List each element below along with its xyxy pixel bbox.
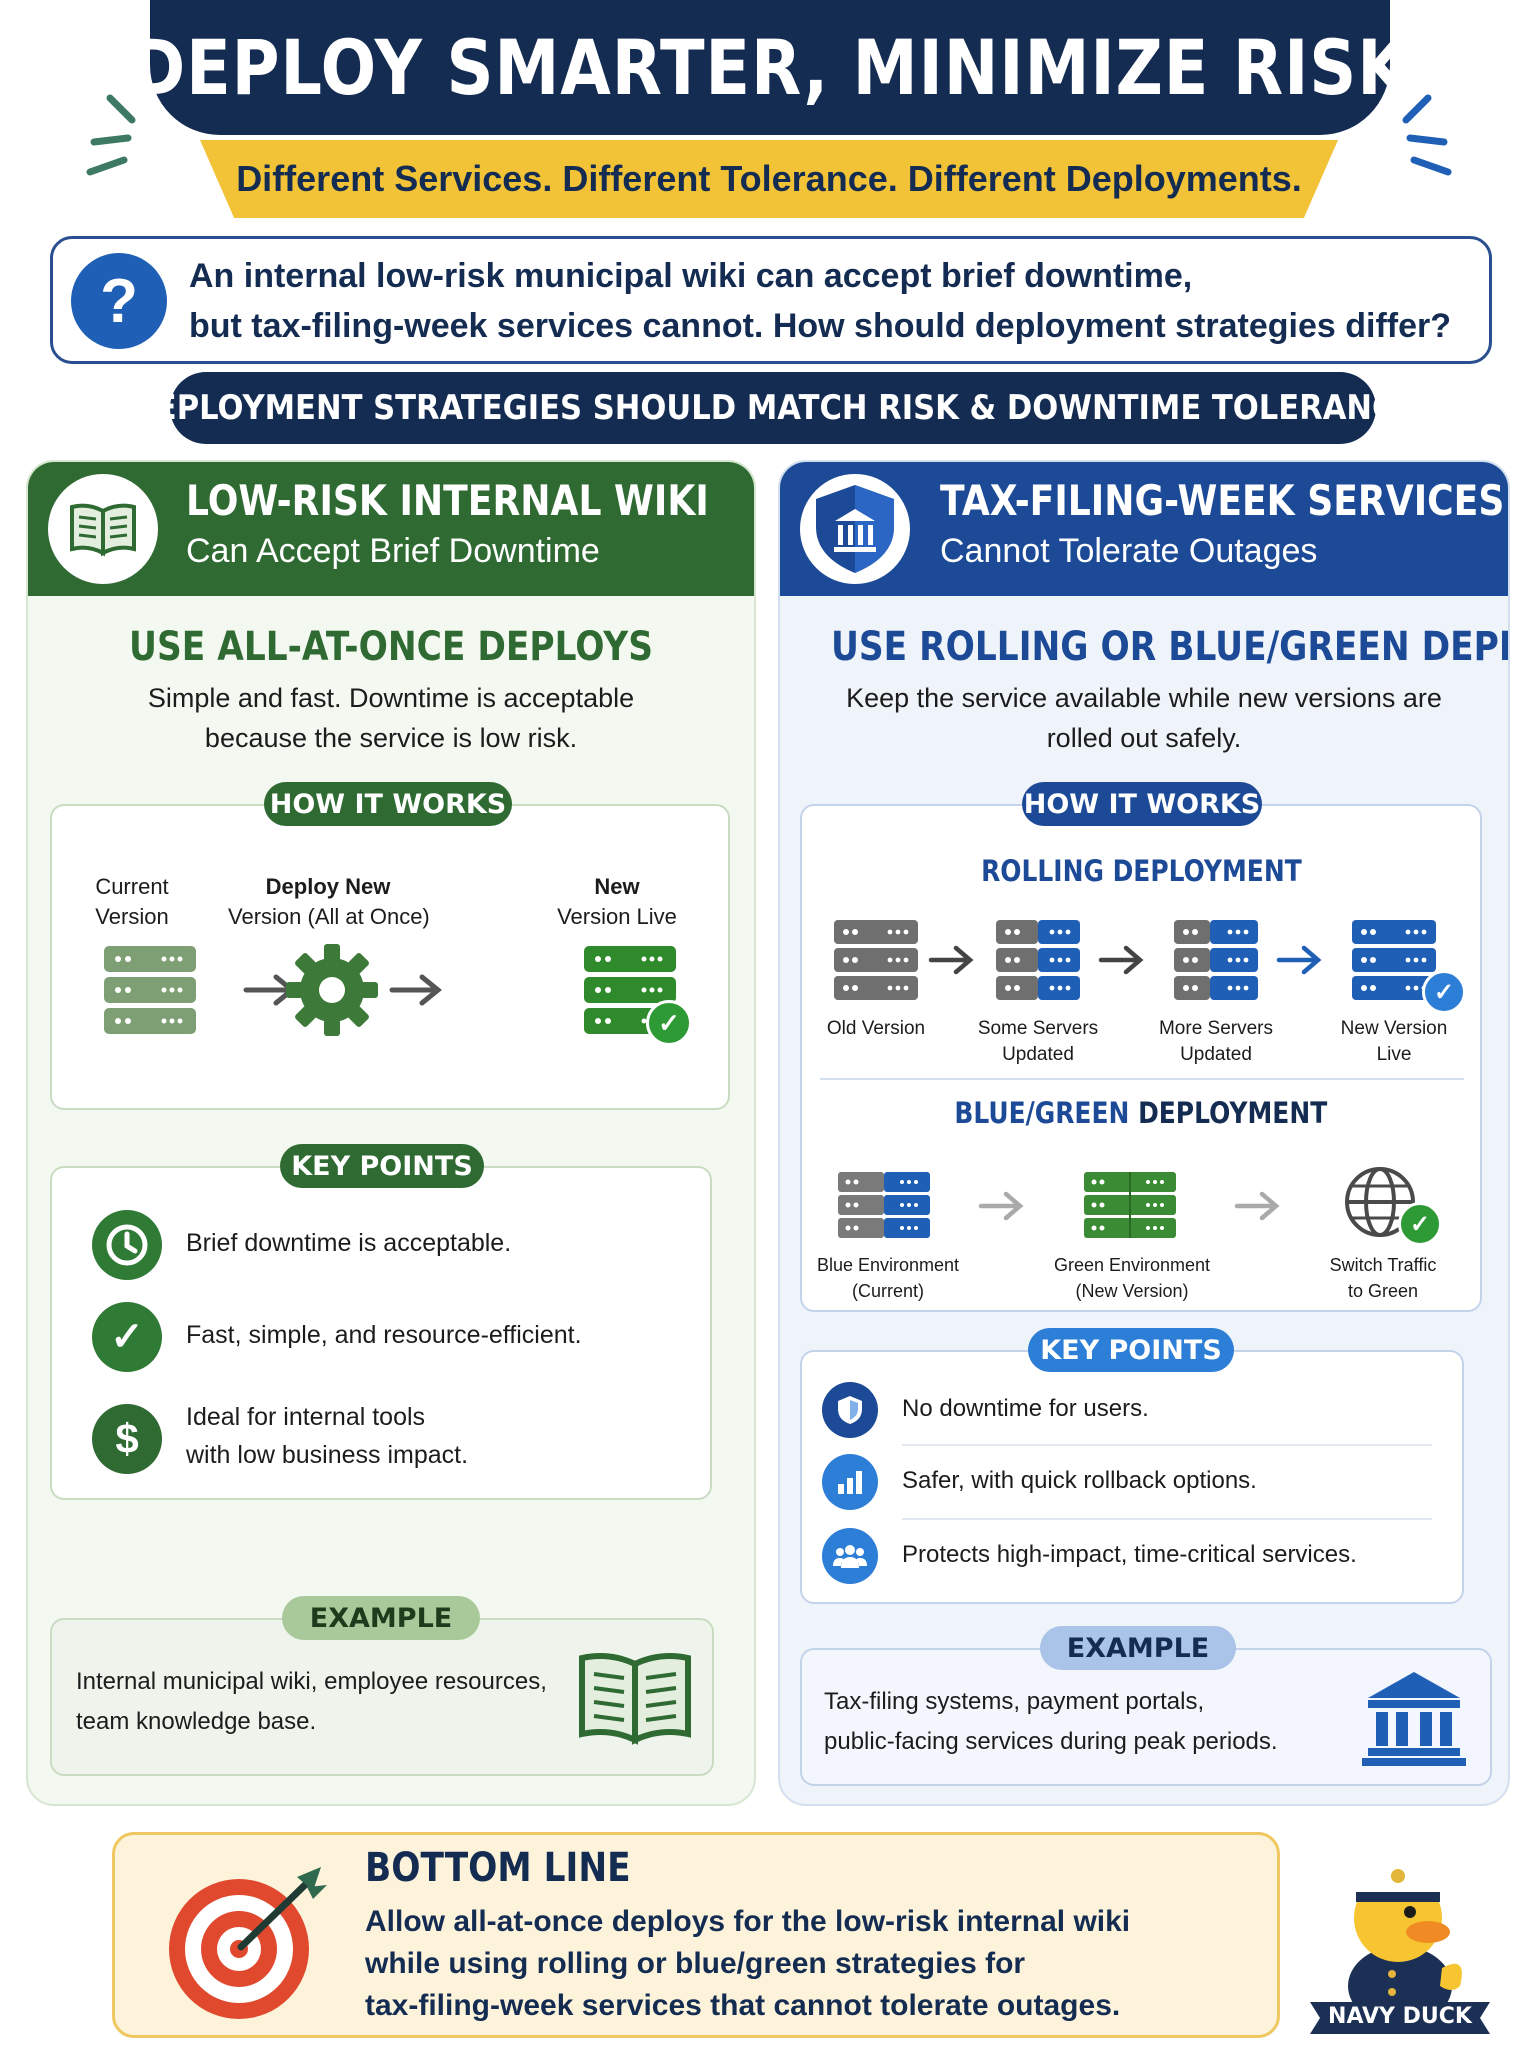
how-it-works-panel: ROLLING DEPLOYMENT [800, 804, 1482, 1312]
key-points-pill: KEY POINTS [1028, 1328, 1234, 1372]
all-at-once-description: Simple and fast. Downtime is acceptable … [28, 678, 754, 758]
desc-line-2: because the service is low risk. [204, 723, 578, 753]
mascot-label: NAVY DUCK [1328, 2004, 1472, 2029]
step-deploy-label: Deploy New Version (All at Once) [228, 874, 430, 929]
right-sparkle-icon [1402, 94, 1452, 176]
blue-env-label: Blue Environment (Current) [816, 1255, 960, 1301]
key-point-2: Safer, with quick rollback options. [902, 1467, 1257, 1494]
desc-line-1: Keep the service available while new ver… [846, 683, 1442, 713]
page-title: DEPLOY SMARTER, MINIMIZE RISK [131, 23, 1409, 112]
arrow-right-icon [389, 974, 442, 1006]
some-servers-updated-icon [996, 920, 1080, 1000]
key-point-3: Protects high-impact, time-critical serv… [902, 1541, 1357, 1568]
subtitle-ribbon: Different Services. Different Tolerance.… [200, 140, 1338, 218]
target-icon [169, 1867, 327, 2019]
example-text: Internal municipal wiki, employee resour… [76, 1668, 547, 1735]
rolling-description: Keep the service available while new ver… [780, 678, 1508, 758]
how-it-works-pill: HOW IT WORKS [264, 782, 512, 826]
question-line-1: An internal low-risk municipal wiki can … [189, 257, 1193, 295]
shield-icon [822, 1382, 878, 1438]
clock-icon [92, 1210, 162, 1280]
strategy-banner-text: DEPLOYMENT STRATEGIES SHOULD MATCH RISK … [130, 388, 1416, 428]
question-line-2: but tax-filing-week services cannot. How… [189, 307, 1452, 345]
arrow-right-icon [928, 945, 974, 975]
key-points-panel: No downtime for users. Safer, with quick… [800, 1350, 1464, 1604]
bottom-line-title: BOTTOM LINE [365, 1845, 631, 1891]
how-it-works-pill: HOW IT WORKS [1022, 782, 1262, 826]
step-live-label: New Version Live [557, 874, 677, 929]
green-environment-server-icon [1084, 1172, 1176, 1238]
all-at-once-heading: USE ALL-AT-ONCE DEPLOYS [129, 624, 653, 670]
tax-filing-header: TAX-FILING-WEEK SERVICES Cannot Tolerate… [780, 462, 1508, 596]
divider [902, 1444, 1432, 1446]
book-icon [48, 474, 158, 584]
switch-traffic-label: Switch Traffic to Green [1329, 1255, 1437, 1301]
low-risk-title: LOW-RISK INTERNAL WIKI [186, 476, 709, 525]
key-points-pill: KEY POINTS [280, 1144, 484, 1188]
green-env-label: Green Environment (New Version) [1053, 1255, 1211, 1301]
rolling-step-3-label: More Servers Updated [1158, 1018, 1274, 1065]
example-pill: EXAMPLE [282, 1596, 480, 1640]
open-book-icon [579, 1653, 691, 1745]
key-point-1: Brief downtime is acceptable. [186, 1229, 512, 1257]
blue-green-deployment-title: BLUE/GREEN DEPLOYMENT [954, 1096, 1328, 1130]
page-subtitle: Different Services. Different Tolerance.… [236, 158, 1302, 199]
more-servers-updated-icon [1174, 920, 1258, 1000]
desc-line-1: Simple and fast. Downtime is acceptable [147, 683, 635, 713]
rolling-deployment-title: ROLLING DEPLOYMENT [980, 854, 1302, 888]
people-icon [822, 1528, 878, 1584]
arrow-right-icon [978, 1191, 1024, 1221]
low-risk-subtitle: Can Accept Brief Downtime [186, 532, 600, 570]
blue-environment-server-icon [838, 1172, 930, 1238]
left-sparkle-icon [86, 94, 136, 176]
current-version-server-icon [104, 946, 196, 1034]
key-point-3: Ideal for internal tools with low busine… [186, 1403, 469, 1469]
example-panel: Tax-filing systems, payment portals, pub… [800, 1648, 1492, 1786]
question-text: An internal low-risk municipal wiki can … [189, 251, 1451, 351]
desc-line-2: rolled out safely. [1046, 723, 1242, 753]
low-risk-column: LOW-RISK INTERNAL WIKI Can Accept Brief … [26, 460, 756, 1806]
strategy-banner: DEPLOYMENT STRATEGIES SHOULD MATCH RISK … [130, 372, 1416, 444]
navy-duck-mascot-icon [1310, 1864, 1490, 2034]
low-risk-header: LOW-RISK INTERNAL WIKI Can Accept Brief … [28, 462, 754, 596]
rolling-step-1-label: Old Version [826, 1018, 926, 1039]
rolling-step-2-label: Some Servers Updated [977, 1018, 1099, 1065]
divider [820, 1078, 1464, 1080]
key-points-panel: Brief downtime is acceptable. ✓ Fast, si… [50, 1166, 712, 1500]
key-point-2: Fast, simple, and resource-efficient. [186, 1321, 582, 1349]
tax-filing-subtitle: Cannot Tolerate Outages [940, 532, 1318, 570]
question-box: ? An internal low-risk municipal wiki ca… [50, 236, 1492, 364]
arrow-right-icon [1234, 1191, 1280, 1221]
question-icon: ? [71, 253, 167, 349]
old-version-server-icon [834, 920, 918, 1000]
globe-icon [1345, 1167, 1415, 1237]
key-point-1: No downtime for users. [902, 1395, 1149, 1422]
bottom-line-text: Allow all-at-once deploys for the low-ri… [365, 1905, 1131, 2022]
rolling-step-4-label: New Version Live [1340, 1018, 1448, 1065]
example-panel: Internal municipal wiki, employee resour… [50, 1618, 714, 1776]
rolling-heading: USE ROLLING OR BLUE/GREEN DEPLOYS [830, 624, 1508, 670]
how-it-works-panel: Current Version Deploy New Version (All … [50, 804, 730, 1110]
check-icon: ✓ [1398, 1202, 1442, 1246]
example-pill: EXAMPLE [1040, 1626, 1236, 1670]
dollar-icon: $ [92, 1404, 162, 1474]
divider [902, 1518, 1432, 1520]
check-icon: ✓ [92, 1302, 162, 1372]
arrow-right-icon [1098, 945, 1144, 975]
tax-filing-column: TAX-FILING-WEEK SERVICES Cannot Tolerate… [778, 460, 1510, 1806]
example-text: Tax-filing systems, payment portals, pub… [824, 1688, 1278, 1755]
title-banner: DEPLOY SMARTER, MINIMIZE RISK [131, 0, 1408, 135]
step-current-label: Current Version [95, 874, 169, 929]
tax-filing-title: TAX-FILING-WEEK SERVICES [940, 476, 1505, 525]
new-version-server-icon [1352, 920, 1436, 1000]
bank-icon [1362, 1672, 1466, 1766]
check-icon: ✓ [646, 1000, 692, 1046]
check-icon: ✓ [1422, 970, 1466, 1014]
bottom-line-box: BOTTOM LINE Allow all-at-once deploys fo… [112, 1832, 1280, 2038]
arrow-right-icon [1276, 945, 1322, 975]
gear-icon [286, 944, 378, 1036]
shield-bank-icon [800, 474, 910, 584]
bar-chart-icon [822, 1454, 878, 1510]
